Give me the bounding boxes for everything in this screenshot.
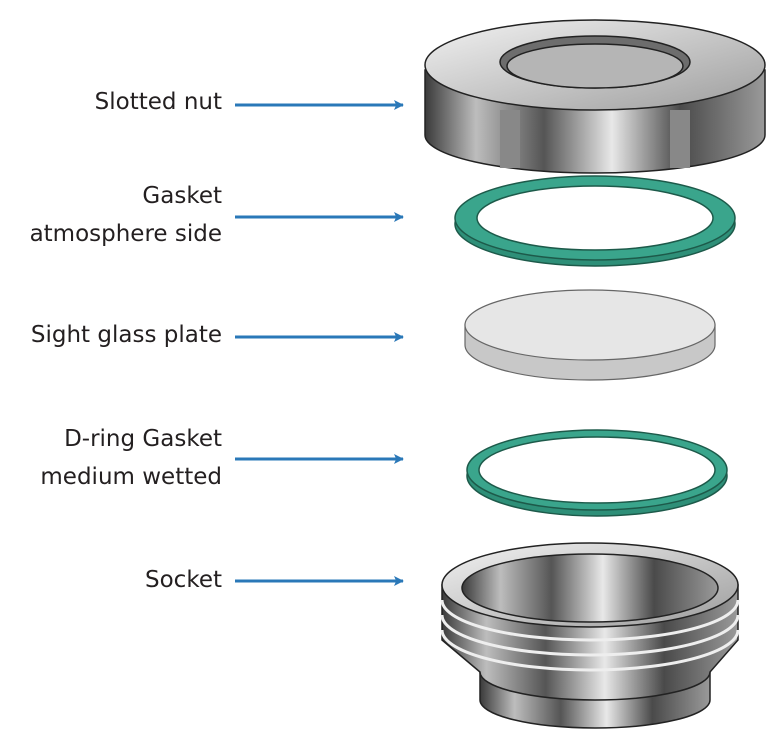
- label-socket: Socket: [145, 561, 222, 599]
- label-line: Slotted nut: [94, 89, 222, 115]
- label-d-ring-gasket: D-ring Gasket medium wetted: [40, 420, 222, 496]
- d-ring-gasket-part: [466, 429, 728, 517]
- label-line: atmosphere side: [29, 221, 222, 247]
- label-sight-glass: Sight glass plate: [31, 316, 222, 354]
- label-line: Sight glass plate: [30, 322, 222, 348]
- socket-part: [440, 542, 740, 729]
- label-gasket-atmosphere: Gasket atmosphere side: [30, 177, 222, 253]
- slotted-nut-part: [424, 19, 766, 174]
- arrows: [235, 100, 404, 586]
- sight-glass-part: [464, 289, 716, 381]
- label-line: Gasket: [142, 183, 222, 209]
- label-line: D-ring Gasket: [64, 426, 222, 452]
- label-slotted-nut: Slotted nut: [95, 83, 222, 121]
- label-line: Socket: [145, 567, 222, 593]
- gasket-atmosphere-part: [454, 175, 736, 267]
- label-line: medium wetted: [40, 464, 222, 490]
